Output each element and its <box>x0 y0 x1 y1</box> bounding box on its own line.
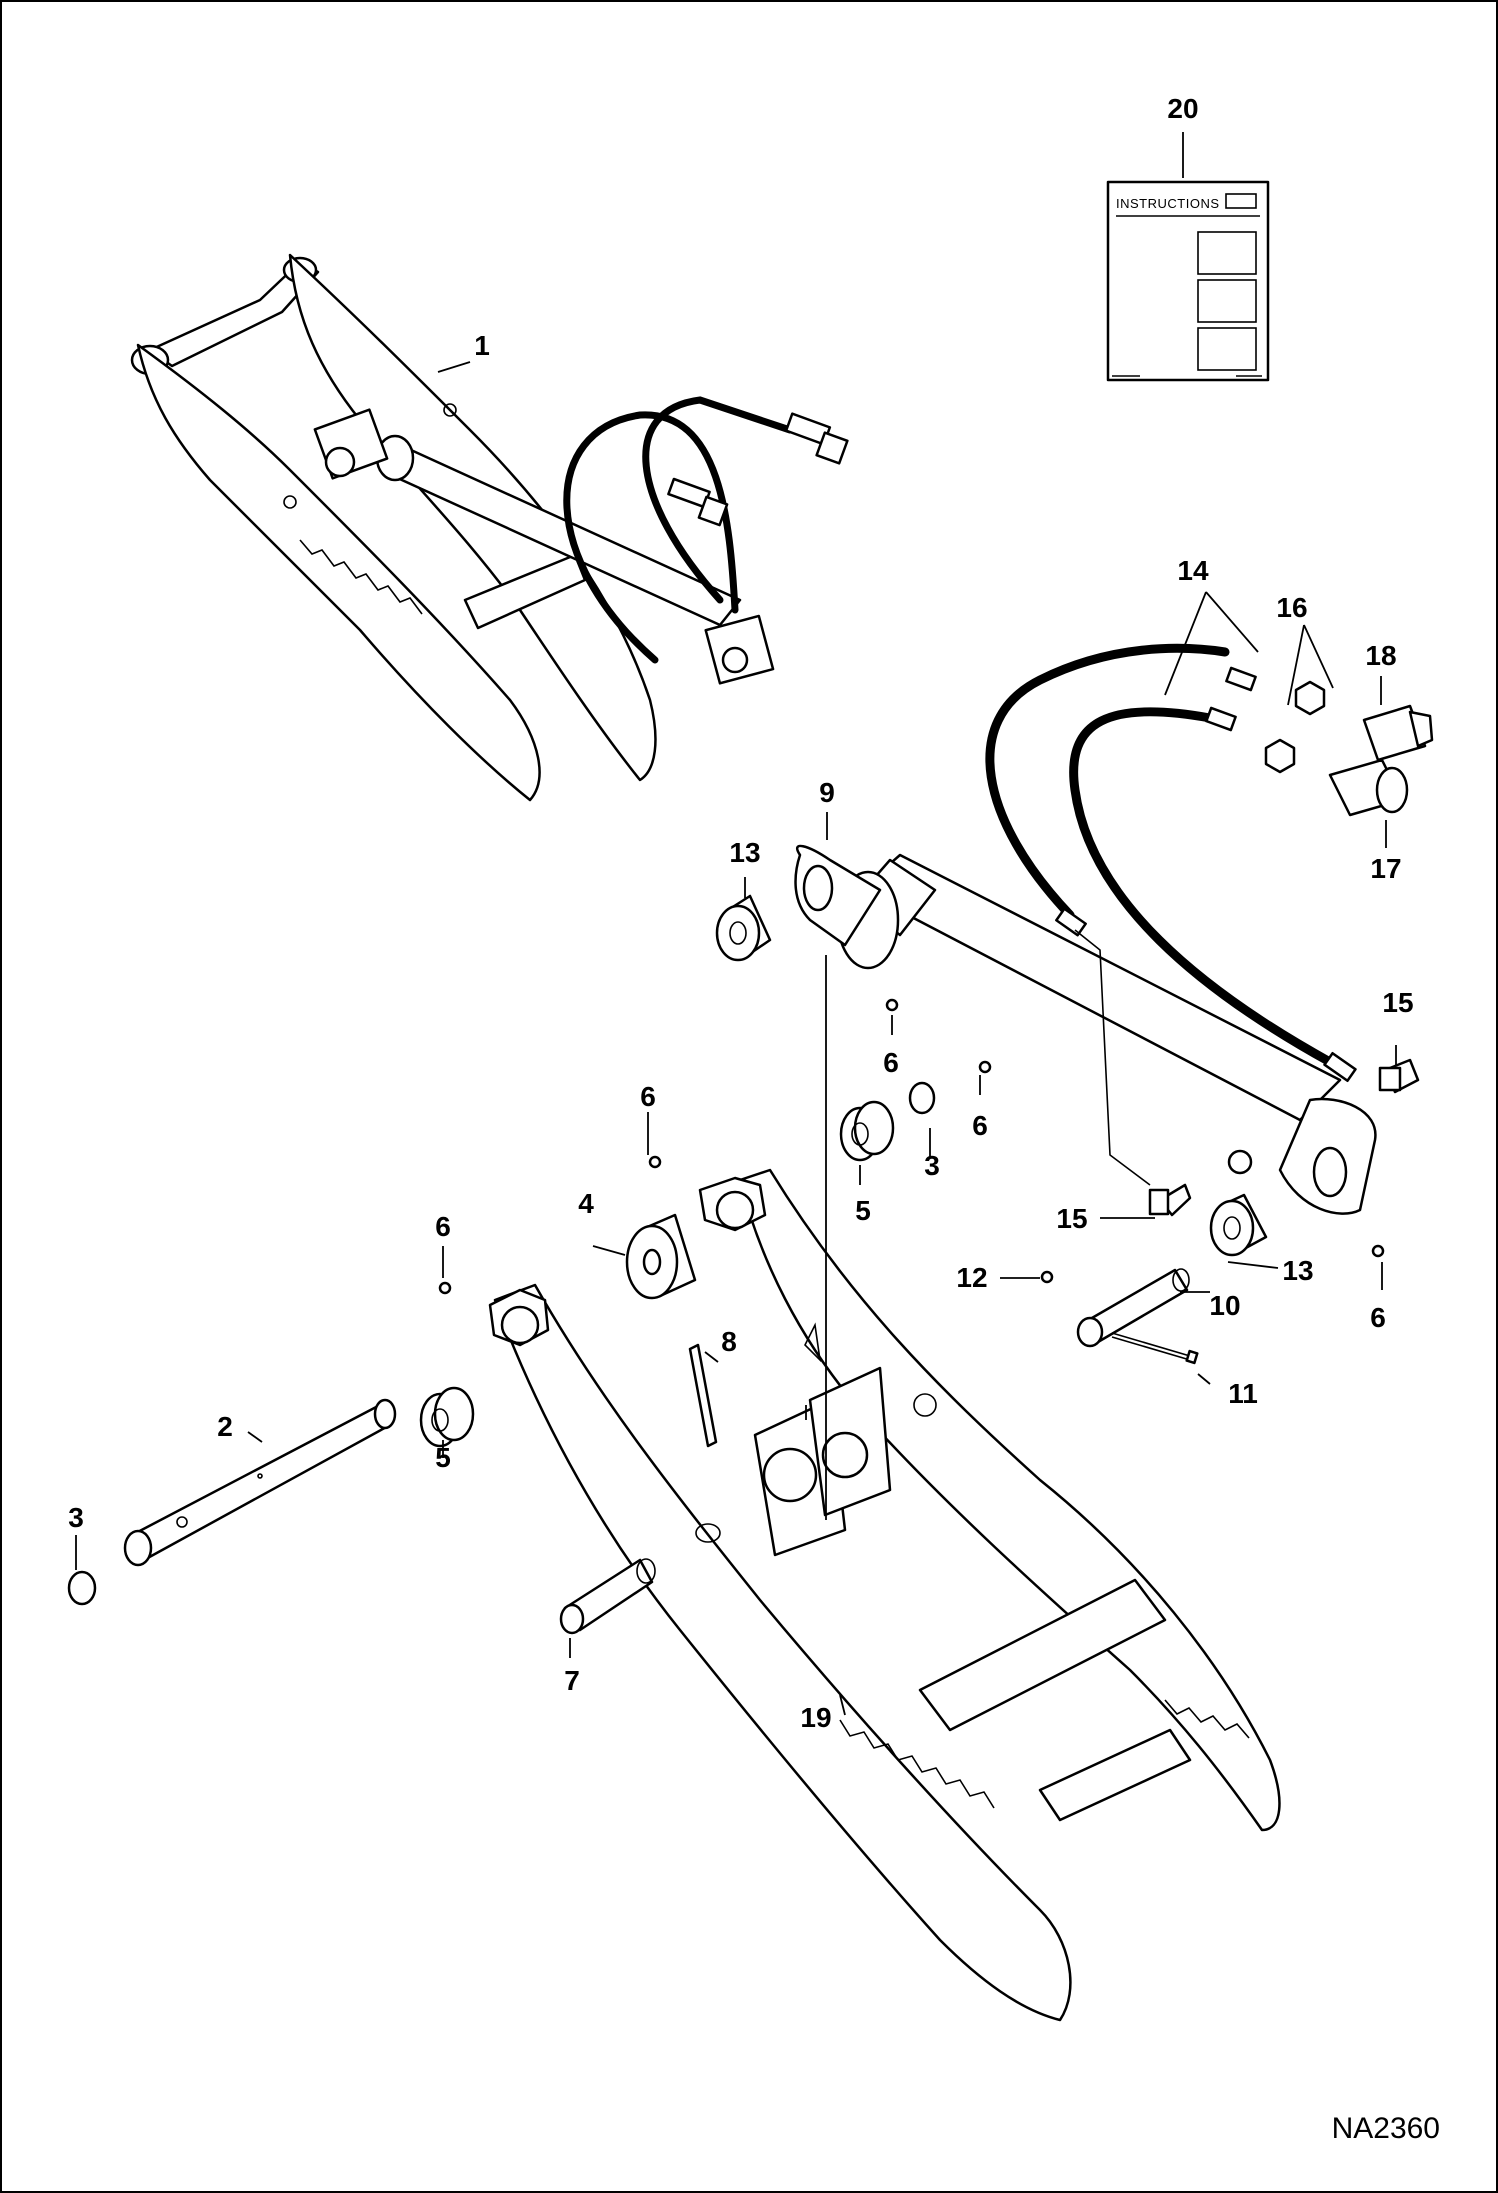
grease-fitting <box>885 998 899 1012</box>
bearing <box>419 1386 475 1448</box>
label-part-6: 6 <box>1370 1302 1386 1333</box>
label-part-1: 1 <box>474 330 490 361</box>
bolt <box>1111 1332 1199 1365</box>
adapter-fitting <box>1294 680 1326 716</box>
label-part-9: 9 <box>819 777 835 808</box>
main-pivot-pin <box>123 1398 397 1567</box>
elbow-fitting <box>1378 1058 1420 1094</box>
bushing <box>625 1213 697 1300</box>
label-part-4: 4 <box>578 1188 594 1219</box>
label-part-13: 13 <box>729 837 760 868</box>
grapple-assembly-overview <box>130 253 849 802</box>
label-part-17: 17 <box>1370 853 1401 884</box>
hydraulic-cylinder <box>794 844 1377 1215</box>
grease-fitting <box>1371 1244 1385 1258</box>
label-part-8: 8 <box>721 1326 737 1357</box>
grease-fitting <box>978 1060 992 1074</box>
pivot-pin <box>559 1558 656 1635</box>
cylinder-bushing <box>1209 1193 1268 1257</box>
retaining-ring <box>908 1081 936 1115</box>
label-part-12: 12 <box>956 1262 987 1293</box>
label-part-3: 3 <box>924 1150 940 1181</box>
cylinder-tube-line <box>1074 929 1151 1186</box>
quick-coupler-male <box>1362 704 1434 762</box>
label-part-6: 6 <box>640 1081 656 1112</box>
label-part-16: 16 <box>1276 592 1307 623</box>
cylinder-pin <box>1076 1268 1190 1348</box>
cylinder-bushing <box>715 894 772 962</box>
adapter-fitting <box>1264 738 1296 774</box>
label-part-19: 19 <box>800 1702 831 1733</box>
label-part-18: 18 <box>1365 640 1396 671</box>
elbow-fitting <box>1148 1183 1192 1217</box>
label-part-2: 2 <box>217 1411 233 1442</box>
retaining-ring <box>67 1570 97 1606</box>
label-part-20: 20 <box>1167 93 1198 124</box>
instructions-title: INSTRUCTIONS <box>1116 196 1220 211</box>
label-part-6: 6 <box>435 1211 451 1242</box>
instructions-booklet: INSTRUCTIONS <box>1106 180 1270 382</box>
leader-lines <box>75 132 1397 1716</box>
label-part-7: 7 <box>564 1665 580 1696</box>
label-part-3: 3 <box>68 1502 84 1533</box>
roll-pin <box>688 1343 718 1448</box>
label-part-6: 6 <box>972 1110 988 1141</box>
label-part-11: 11 <box>1228 1378 1258 1409</box>
label-part-6: 6 <box>883 1047 899 1078</box>
nut <box>1040 1270 1054 1284</box>
hydraulic-hose <box>985 643 1257 937</box>
figure-code: NA2360 <box>1332 2112 1440 2145</box>
label-part-5: 5 <box>435 1442 451 1473</box>
grease-fitting <box>438 1281 452 1295</box>
hydraulic-hose <box>1069 706 1357 1083</box>
label-part-10: 10 <box>1209 1290 1240 1321</box>
callout-labels: 1 2 3 3 4 5 5 6 6 6 6 6 7 8 9 10 11 12 1… <box>68 93 1413 1733</box>
bearing <box>839 1100 895 1162</box>
label-part-14: 14 <box>1177 555 1209 586</box>
quick-coupler-female <box>1328 758 1409 817</box>
grapple-frame <box>488 1168 1281 2022</box>
label-part-13: 13 <box>1282 1255 1313 1286</box>
label-part-15: 15 <box>1382 987 1413 1018</box>
label-part-5: 5 <box>855 1195 871 1226</box>
grease-fitting <box>648 1155 662 1169</box>
label-part-15: 15 <box>1056 1203 1087 1234</box>
